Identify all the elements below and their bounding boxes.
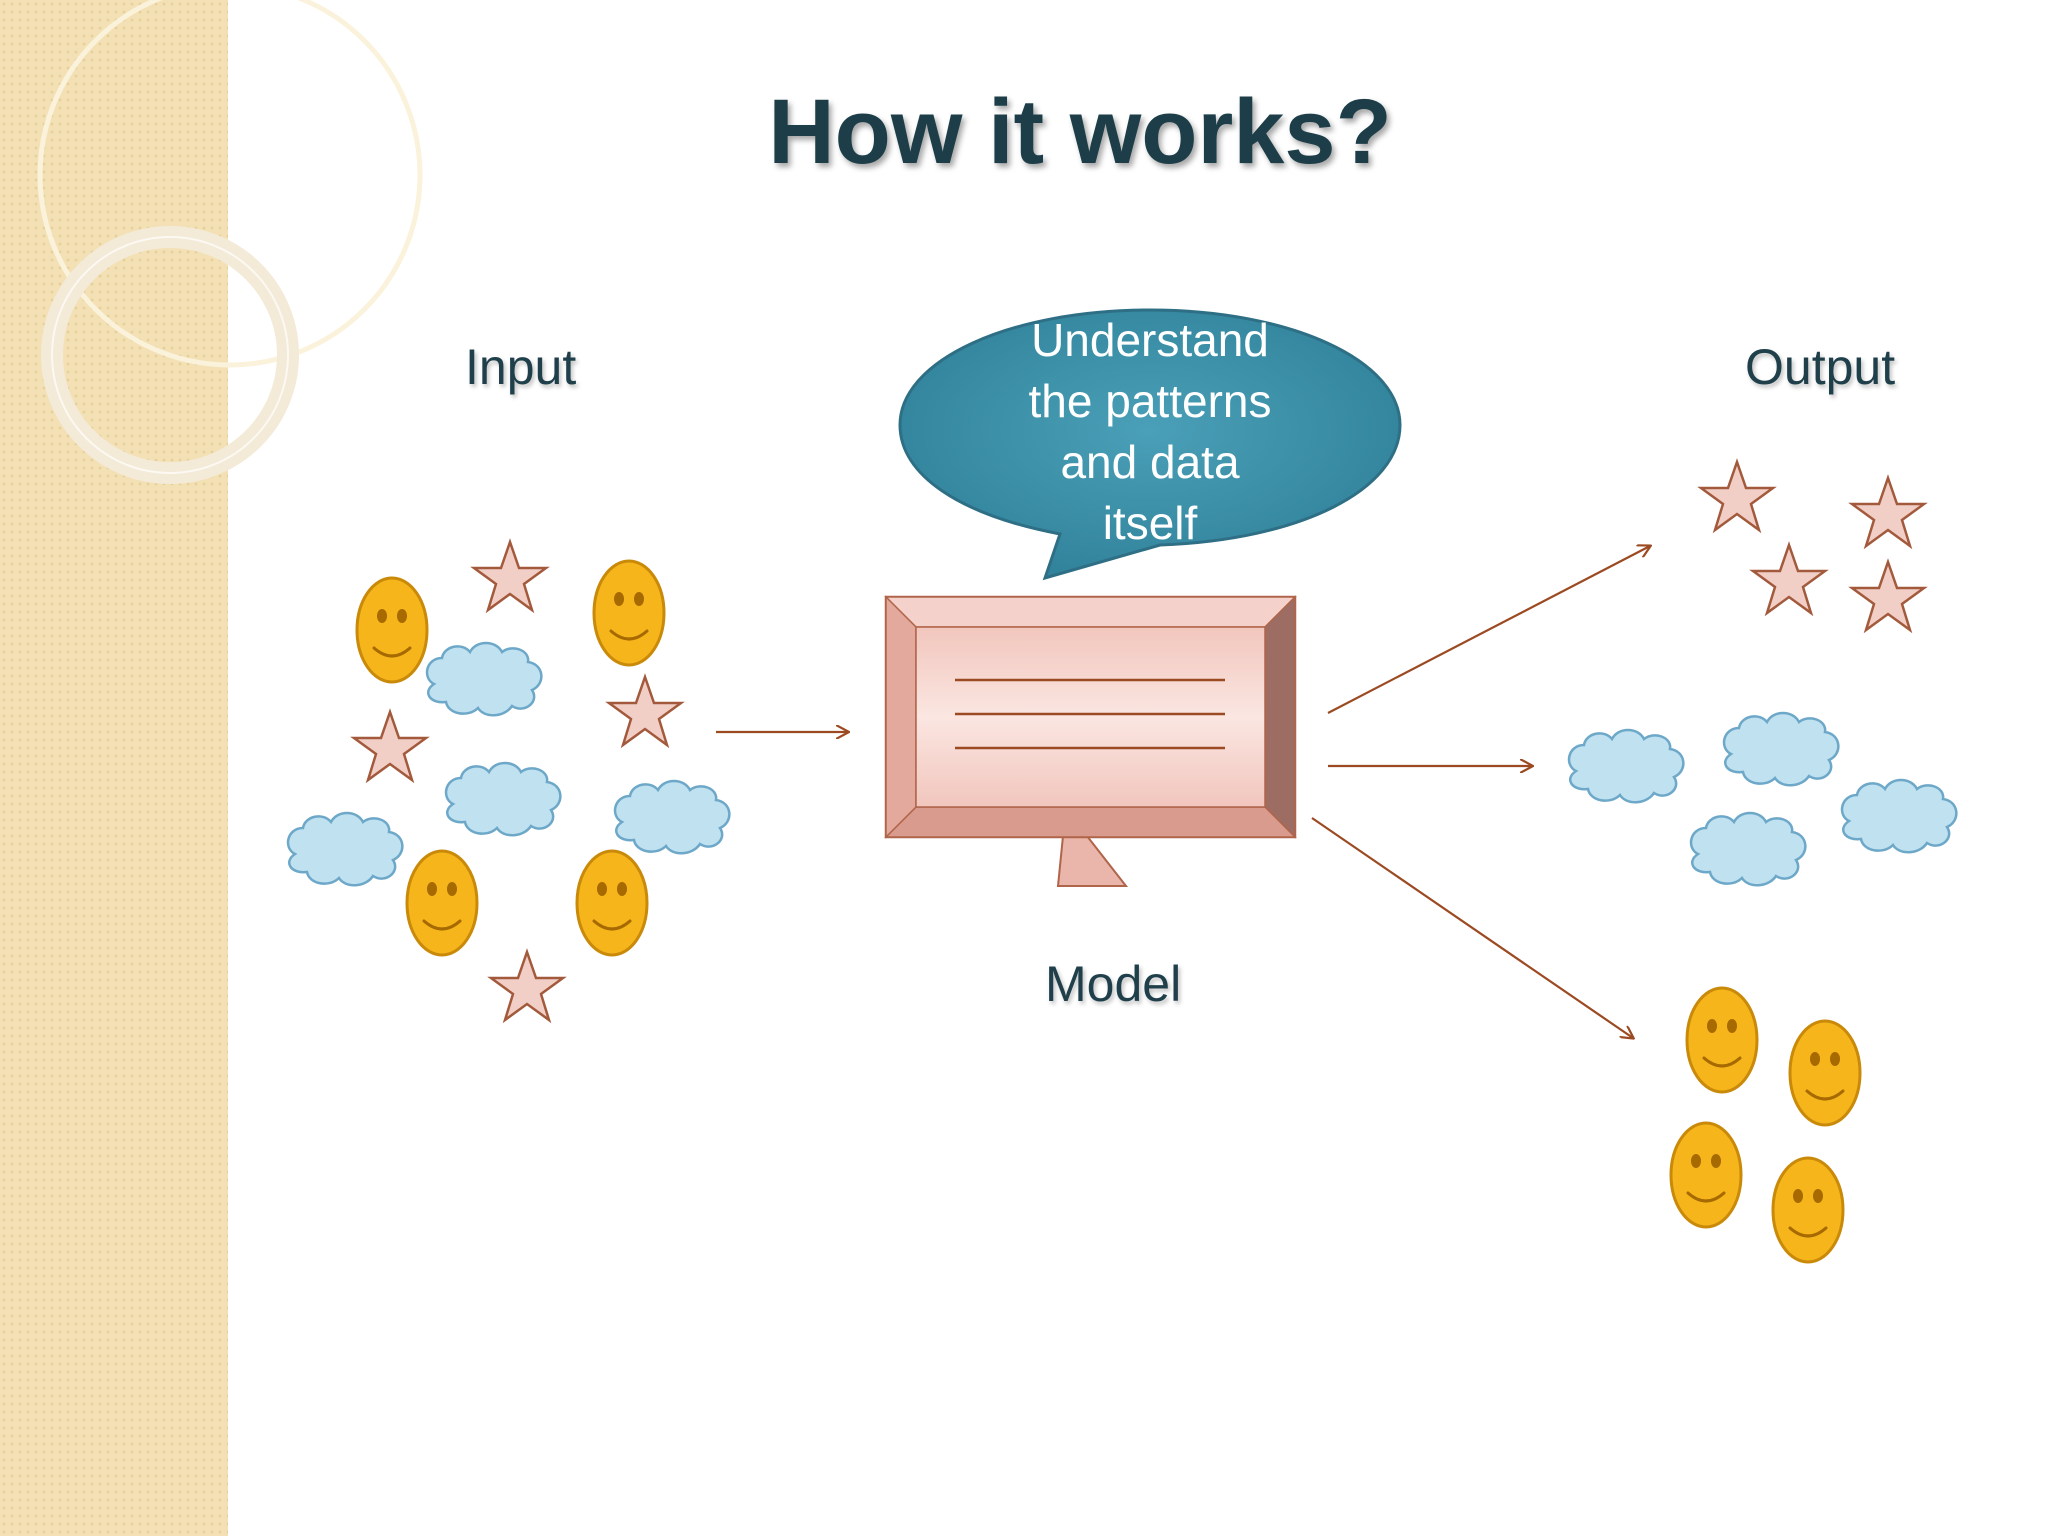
smiley-face-icon [1685,986,1759,1094]
star-icon [1850,476,1926,548]
bubble-line: Understand [1031,314,1269,366]
bubble-line: itself [1102,497,1198,549]
cloud-icon [1689,811,1807,887]
input-label: Input [465,339,577,395]
smiley-face-icon [1669,1121,1743,1229]
smiley-face-icon [575,849,649,957]
smiley-face-icon [1788,1019,1862,1127]
output-smileys [1669,986,1862,1264]
cloud-icon [1840,778,1958,854]
star-icon [1699,460,1775,532]
smiley-face-icon [355,576,429,684]
smiley-face-icon [592,559,666,667]
arrow-model-to-smileys [1311,817,1633,1038]
output-clouds [1567,711,1958,887]
star-icon [1850,560,1926,632]
cloud-icon [444,761,562,837]
slide-title: How it works? [768,81,1392,183]
cloud-icon [613,779,731,855]
smiley-face-icon [1771,1156,1845,1264]
star-icon [489,950,565,1022]
cloud-icon [425,641,543,717]
cloud-icon [1722,711,1840,787]
bubble-line: the patterns [1028,375,1272,427]
star-icon [472,540,548,612]
cloud-icon [1567,728,1685,804]
speech-bubble-text: Understand the patterns and data itself [990,310,1310,554]
speech-bubble [898,308,1402,581]
sidebar-decoration [0,0,423,1536]
arrow-model-to-stars [1327,546,1650,714]
cloud-icon [286,811,404,887]
arrows [716,546,1650,1038]
model-label: Model [1045,956,1182,1012]
smiley-face-icon [405,849,479,957]
star-icon [352,710,428,782]
output-label: Output [1745,339,1896,395]
computer-monitor-icon [884,595,1297,887]
output-stars [1699,460,1926,632]
input-shapes [286,540,731,1022]
star-icon [607,675,683,747]
bubble-line: and data [1060,436,1240,488]
star-icon [1751,543,1827,615]
